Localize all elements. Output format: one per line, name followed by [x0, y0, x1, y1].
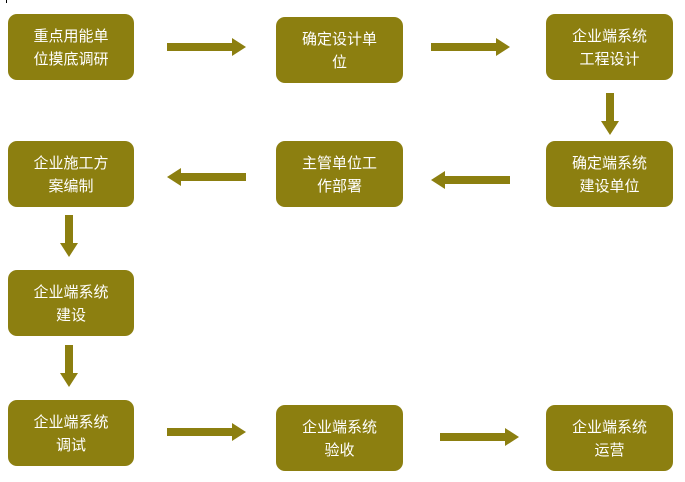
node-n4: 确定端系统 建设单位 [546, 141, 673, 207]
arrow-n6-n7 [60, 215, 78, 257]
node-label: 企业端系统 验收 [301, 418, 377, 459]
node-n3: 企业端系统 工程设计 [546, 14, 673, 80]
node-label: 企业端系统 工程设计 [571, 27, 647, 68]
arrow-n4-n5 [431, 171, 510, 189]
node-label: 企业端系统 运营 [571, 418, 647, 459]
node-label: 确定端系统 建设单位 [571, 154, 647, 195]
node-n7: 企业端系统 建设 [8, 270, 134, 336]
node-n8: 企业端系统 调试 [8, 400, 134, 466]
node-n6: 企业施工方 案编制 [8, 141, 134, 207]
arrow-n1-n2 [167, 38, 246, 56]
node-label: 重点用能单 位摸底调研 [33, 27, 109, 68]
node-n9: 企业端系统 验收 [276, 405, 403, 471]
node-label: 企业施工方 案编制 [33, 154, 109, 195]
arrow-n3-n4 [601, 93, 619, 135]
node-label: 主管单位工 作部署 [301, 154, 377, 195]
node-n1: 重点用能单 位摸底调研 [8, 14, 134, 80]
node-label: 企业端系统 建设 [33, 283, 109, 324]
corner-mark [6, 0, 7, 3]
arrow-n5-n6 [167, 168, 246, 186]
node-label: 企业端系统 调试 [33, 413, 109, 454]
node-n5: 主管单位工 作部署 [276, 141, 403, 207]
arrow-n8-n9 [167, 423, 246, 441]
arrow-n9-n10 [440, 428, 519, 446]
arrow-n7-n8 [60, 345, 78, 387]
node-n2: 确定设计单 位 [276, 17, 403, 83]
node-n10: 企业端系统 运营 [546, 405, 673, 471]
arrow-n2-n3 [431, 38, 510, 56]
node-label: 确定设计单 位 [301, 30, 377, 71]
